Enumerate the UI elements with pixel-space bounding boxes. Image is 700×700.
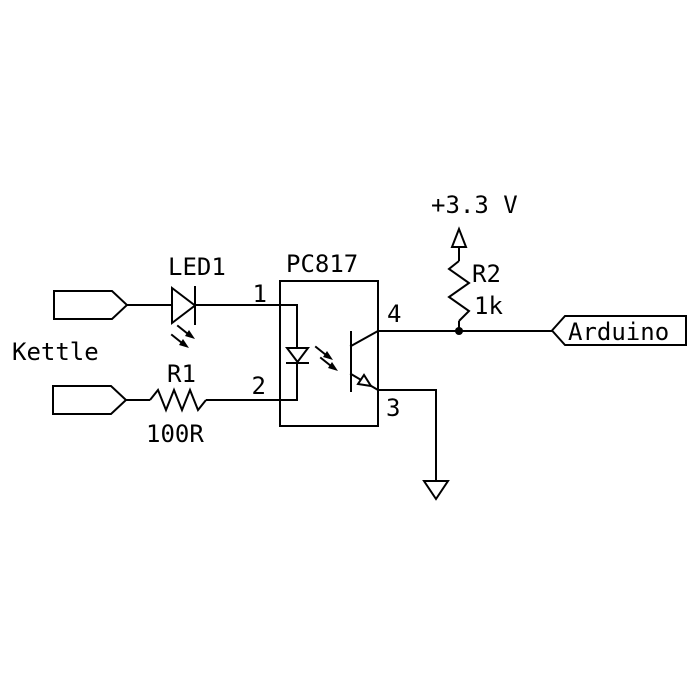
kettle-label: Kettle bbox=[12, 338, 99, 366]
arduino-connector: Arduino bbox=[550, 315, 687, 346]
connector-flag-icon bbox=[550, 315, 687, 346]
r2-value-label: 1k bbox=[474, 292, 503, 320]
ground-icon bbox=[422, 480, 450, 501]
pin4-label: 4 bbox=[387, 300, 401, 328]
led1-label: LED1 bbox=[168, 253, 226, 281]
internal-light-arrows-icon bbox=[314, 345, 338, 371]
resistor-r1-zigzag bbox=[149, 387, 207, 413]
arduino-label: Arduino bbox=[568, 318, 669, 346]
r2-label: R2 bbox=[472, 260, 501, 288]
resistor-r2-zigzag bbox=[447, 260, 471, 322]
phototransistor-symbol bbox=[349, 329, 380, 392]
pin3-label: 3 bbox=[386, 394, 400, 422]
r1-value-label: 100R bbox=[146, 420, 204, 448]
connector-flag-icon bbox=[53, 290, 129, 320]
led1-symbol bbox=[170, 285, 197, 348]
emitter-arrow-icon bbox=[356, 373, 374, 388]
diode-triangle-icon bbox=[171, 285, 197, 326]
optocoupler-part-label: PC817 bbox=[286, 250, 358, 278]
power-rail-label: +3.3 V bbox=[431, 191, 518, 219]
light-emission-arrows-icon bbox=[170, 324, 195, 348]
pin1-label: 1 bbox=[253, 280, 267, 308]
diode-triangle-icon bbox=[285, 347, 310, 364]
connector-flag-icon bbox=[52, 385, 128, 415]
kettle-connector-bottom bbox=[52, 385, 128, 415]
kettle-connector-top bbox=[53, 290, 129, 320]
internal-led-symbol bbox=[279, 304, 310, 401]
r1-label: R1 bbox=[167, 360, 196, 388]
power-arrow-icon bbox=[450, 226, 468, 248]
wire-pin3-to-ground bbox=[378, 389, 437, 481]
transistor-collector bbox=[349, 329, 380, 348]
pin2-label: 2 bbox=[252, 372, 266, 400]
